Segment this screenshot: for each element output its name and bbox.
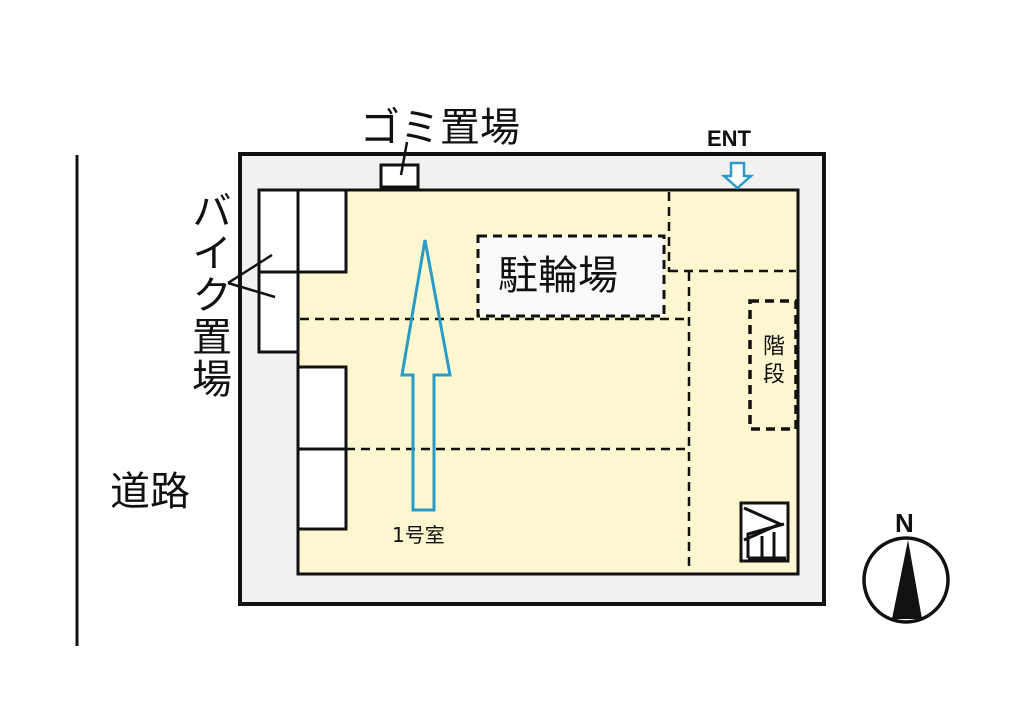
road-label: 道路	[110, 469, 190, 515]
parking-spaces	[296, 365, 348, 531]
garbage-box	[379, 163, 420, 189]
entrance-label: ENT	[707, 126, 751, 151]
bike-parking-label: バイク置場	[185, 190, 231, 400]
bicycle-parking-label: 駐輪場	[498, 253, 618, 299]
bike-leader-lines	[227, 253, 276, 299]
garbage-area-label: ゴミ置場	[360, 105, 520, 151]
garbage-leader-line	[399, 141, 409, 176]
entrance-arrow-icon	[720, 161, 755, 190]
north-compass-icon	[862, 536, 950, 624]
bicycle-parking-area	[476, 234, 666, 318]
room-arrow-icon	[400, 239, 452, 512]
mailbox-icon	[739, 501, 790, 563]
bike-parking-spaces	[257, 188, 348, 354]
north-label: N	[895, 508, 914, 538]
stairs-area	[748, 299, 798, 431]
interior-dashed-lines	[300, 192, 796, 572]
stairs-label: 階段	[759, 334, 784, 390]
room-label: 1号室	[392, 523, 445, 547]
